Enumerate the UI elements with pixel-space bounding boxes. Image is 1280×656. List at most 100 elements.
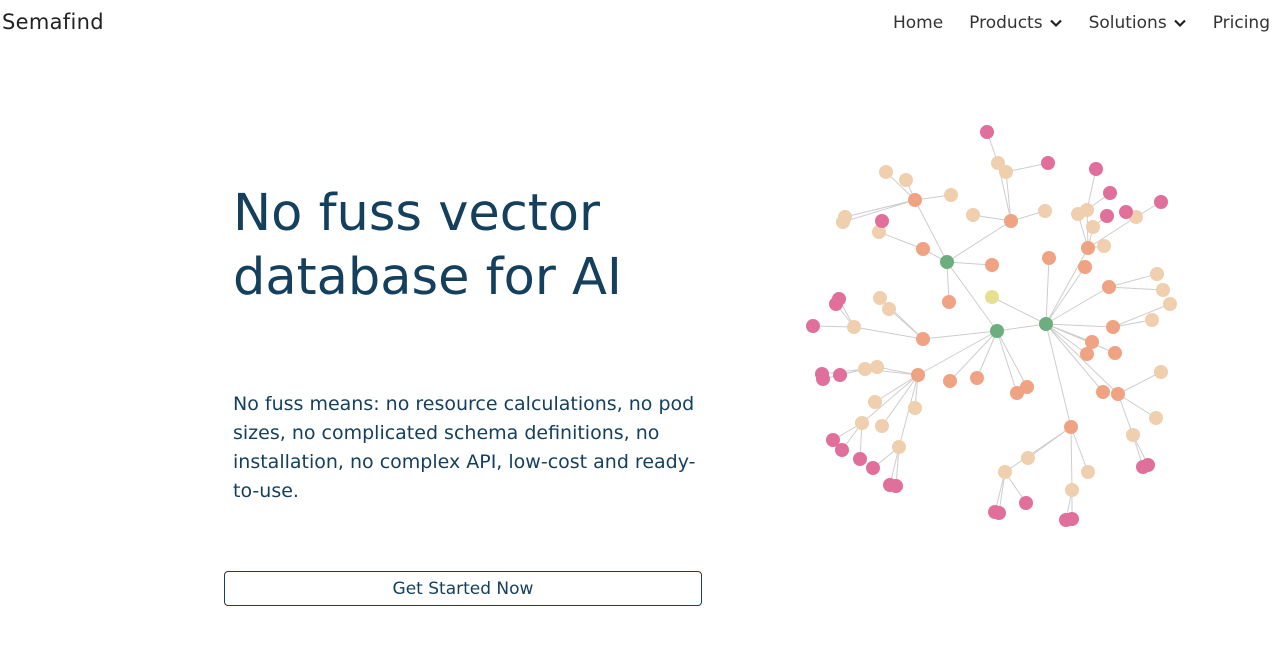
graph-edge <box>853 326 924 340</box>
hero-description: No fuss means: no resource calculations,… <box>233 393 696 502</box>
nav-products[interactable]: Products <box>969 13 1062 33</box>
graph-node-tip <box>1089 162 1103 176</box>
graph-node-leaf <box>855 416 869 430</box>
graph-node-leaf <box>1065 483 1079 497</box>
graph-node-leaf <box>882 302 896 316</box>
graph-edge <box>976 330 998 379</box>
vector-network-graph <box>806 125 1177 527</box>
graph-node-mid <box>1085 335 1099 349</box>
graph-edge <box>878 231 924 250</box>
graph-node-tip <box>833 368 847 382</box>
graph-edge <box>1045 257 1050 325</box>
graph-node-tip <box>980 125 994 139</box>
graph-edge <box>888 308 924 340</box>
graph-node-tip <box>889 479 903 493</box>
graph-edge <box>946 261 993 266</box>
graph-node-leaf <box>1154 365 1168 379</box>
graph-node-mid <box>1111 387 1125 401</box>
nav-pricing-label: Pricing <box>1212 13 1270 33</box>
graph-node-tip <box>829 297 843 311</box>
nav-links: Home Products Solutions Pricing <box>893 13 1270 33</box>
graph-node-tip <box>875 214 889 228</box>
graph-edge <box>1045 323 1072 428</box>
nav-solutions-label: Solutions <box>1088 13 1167 33</box>
nav-home[interactable]: Home <box>893 13 943 33</box>
graph-node-leaf <box>1021 451 1035 465</box>
graph-node-leaf <box>879 165 893 179</box>
graph-node-leaf <box>868 395 882 409</box>
graph-node-leaf <box>892 440 906 454</box>
graph-node-leaf <box>1038 204 1052 218</box>
graph-node-tip <box>1100 209 1114 223</box>
graph-node-tip <box>816 372 830 386</box>
graph-node-leaf <box>1145 313 1159 327</box>
graph-edge <box>949 330 998 382</box>
graph-node-tip <box>1141 458 1155 472</box>
graph-node-leaf <box>872 225 886 239</box>
graph-edge <box>996 330 1018 394</box>
graph-node-mid <box>911 368 925 382</box>
graph-edge <box>1045 323 1114 328</box>
graph-edge <box>861 374 919 424</box>
graph-node-root <box>990 324 1004 338</box>
graph-node-leaf <box>847 320 861 334</box>
graph-node-mid <box>1080 347 1094 361</box>
graph-edge <box>1112 303 1171 328</box>
graph-node-mid <box>916 242 930 256</box>
graph-node-mid <box>970 371 984 385</box>
graph-node-leaf <box>1071 207 1085 221</box>
graph-node-mid <box>1004 214 1018 228</box>
graph-node-leaf <box>899 173 913 187</box>
graph-edge <box>991 296 1047 325</box>
graph-edge <box>844 199 916 218</box>
graph-edge <box>1045 247 1089 325</box>
graph-node-leaf <box>966 208 980 222</box>
graph-edge <box>1045 323 1104 393</box>
graph-edge <box>1070 426 1089 473</box>
nav-products-label: Products <box>969 13 1043 33</box>
graph-node-leaf <box>1149 411 1163 425</box>
graph-node-mid <box>1064 420 1078 434</box>
graph-edge <box>917 330 998 376</box>
graph-edge <box>1108 273 1158 288</box>
graph-node-mid <box>1108 346 1122 360</box>
graph-edge <box>1070 426 1073 491</box>
graph-edge <box>1117 371 1162 395</box>
graph-node-leaf <box>999 165 1013 179</box>
graph-edge <box>898 374 919 448</box>
graph-node-root <box>940 255 954 269</box>
graph-edge <box>1004 426 1072 473</box>
graph-edge <box>1045 286 1110 325</box>
graph-edge <box>1005 162 1049 173</box>
brand-logo[interactable]: Semafind <box>2 10 104 34</box>
graph-edge <box>1108 286 1164 291</box>
nav-pricing[interactable]: Pricing <box>1213 13 1270 33</box>
graph-node-leaf <box>991 156 1005 170</box>
graph-edge <box>1045 266 1086 325</box>
graph-node-leaf <box>1156 283 1170 297</box>
graph-node-leaf <box>944 188 958 202</box>
graph-node-tip <box>853 452 867 466</box>
graph-node-leaf <box>875 419 889 433</box>
graph-node-tip <box>806 319 820 333</box>
graph-node-tip <box>866 461 880 475</box>
graph-node-mid <box>1096 385 1110 399</box>
chevron-down-icon <box>1049 19 1062 28</box>
graph-node-tip <box>826 433 840 447</box>
graph-node-leaf <box>1163 297 1177 311</box>
nav-solutions[interactable]: Solutions <box>1089 13 1187 33</box>
graph-node-leaf <box>1086 220 1100 234</box>
graph-edge <box>996 330 1028 388</box>
graph-node-mid <box>908 193 922 207</box>
graph-node-leaf <box>908 401 922 415</box>
graph-node-tip <box>1103 186 1117 200</box>
graph-node-mid <box>1042 251 1056 265</box>
graph-edge <box>1117 393 1134 436</box>
graph-nodes <box>806 125 1177 527</box>
graph-edge <box>1045 323 1093 343</box>
graph-node-tip <box>1041 156 1055 170</box>
get-started-button[interactable]: Get Started Now <box>224 571 702 606</box>
graph-edge <box>922 330 998 340</box>
graph-edge <box>842 199 916 223</box>
graph-edge <box>881 374 919 427</box>
